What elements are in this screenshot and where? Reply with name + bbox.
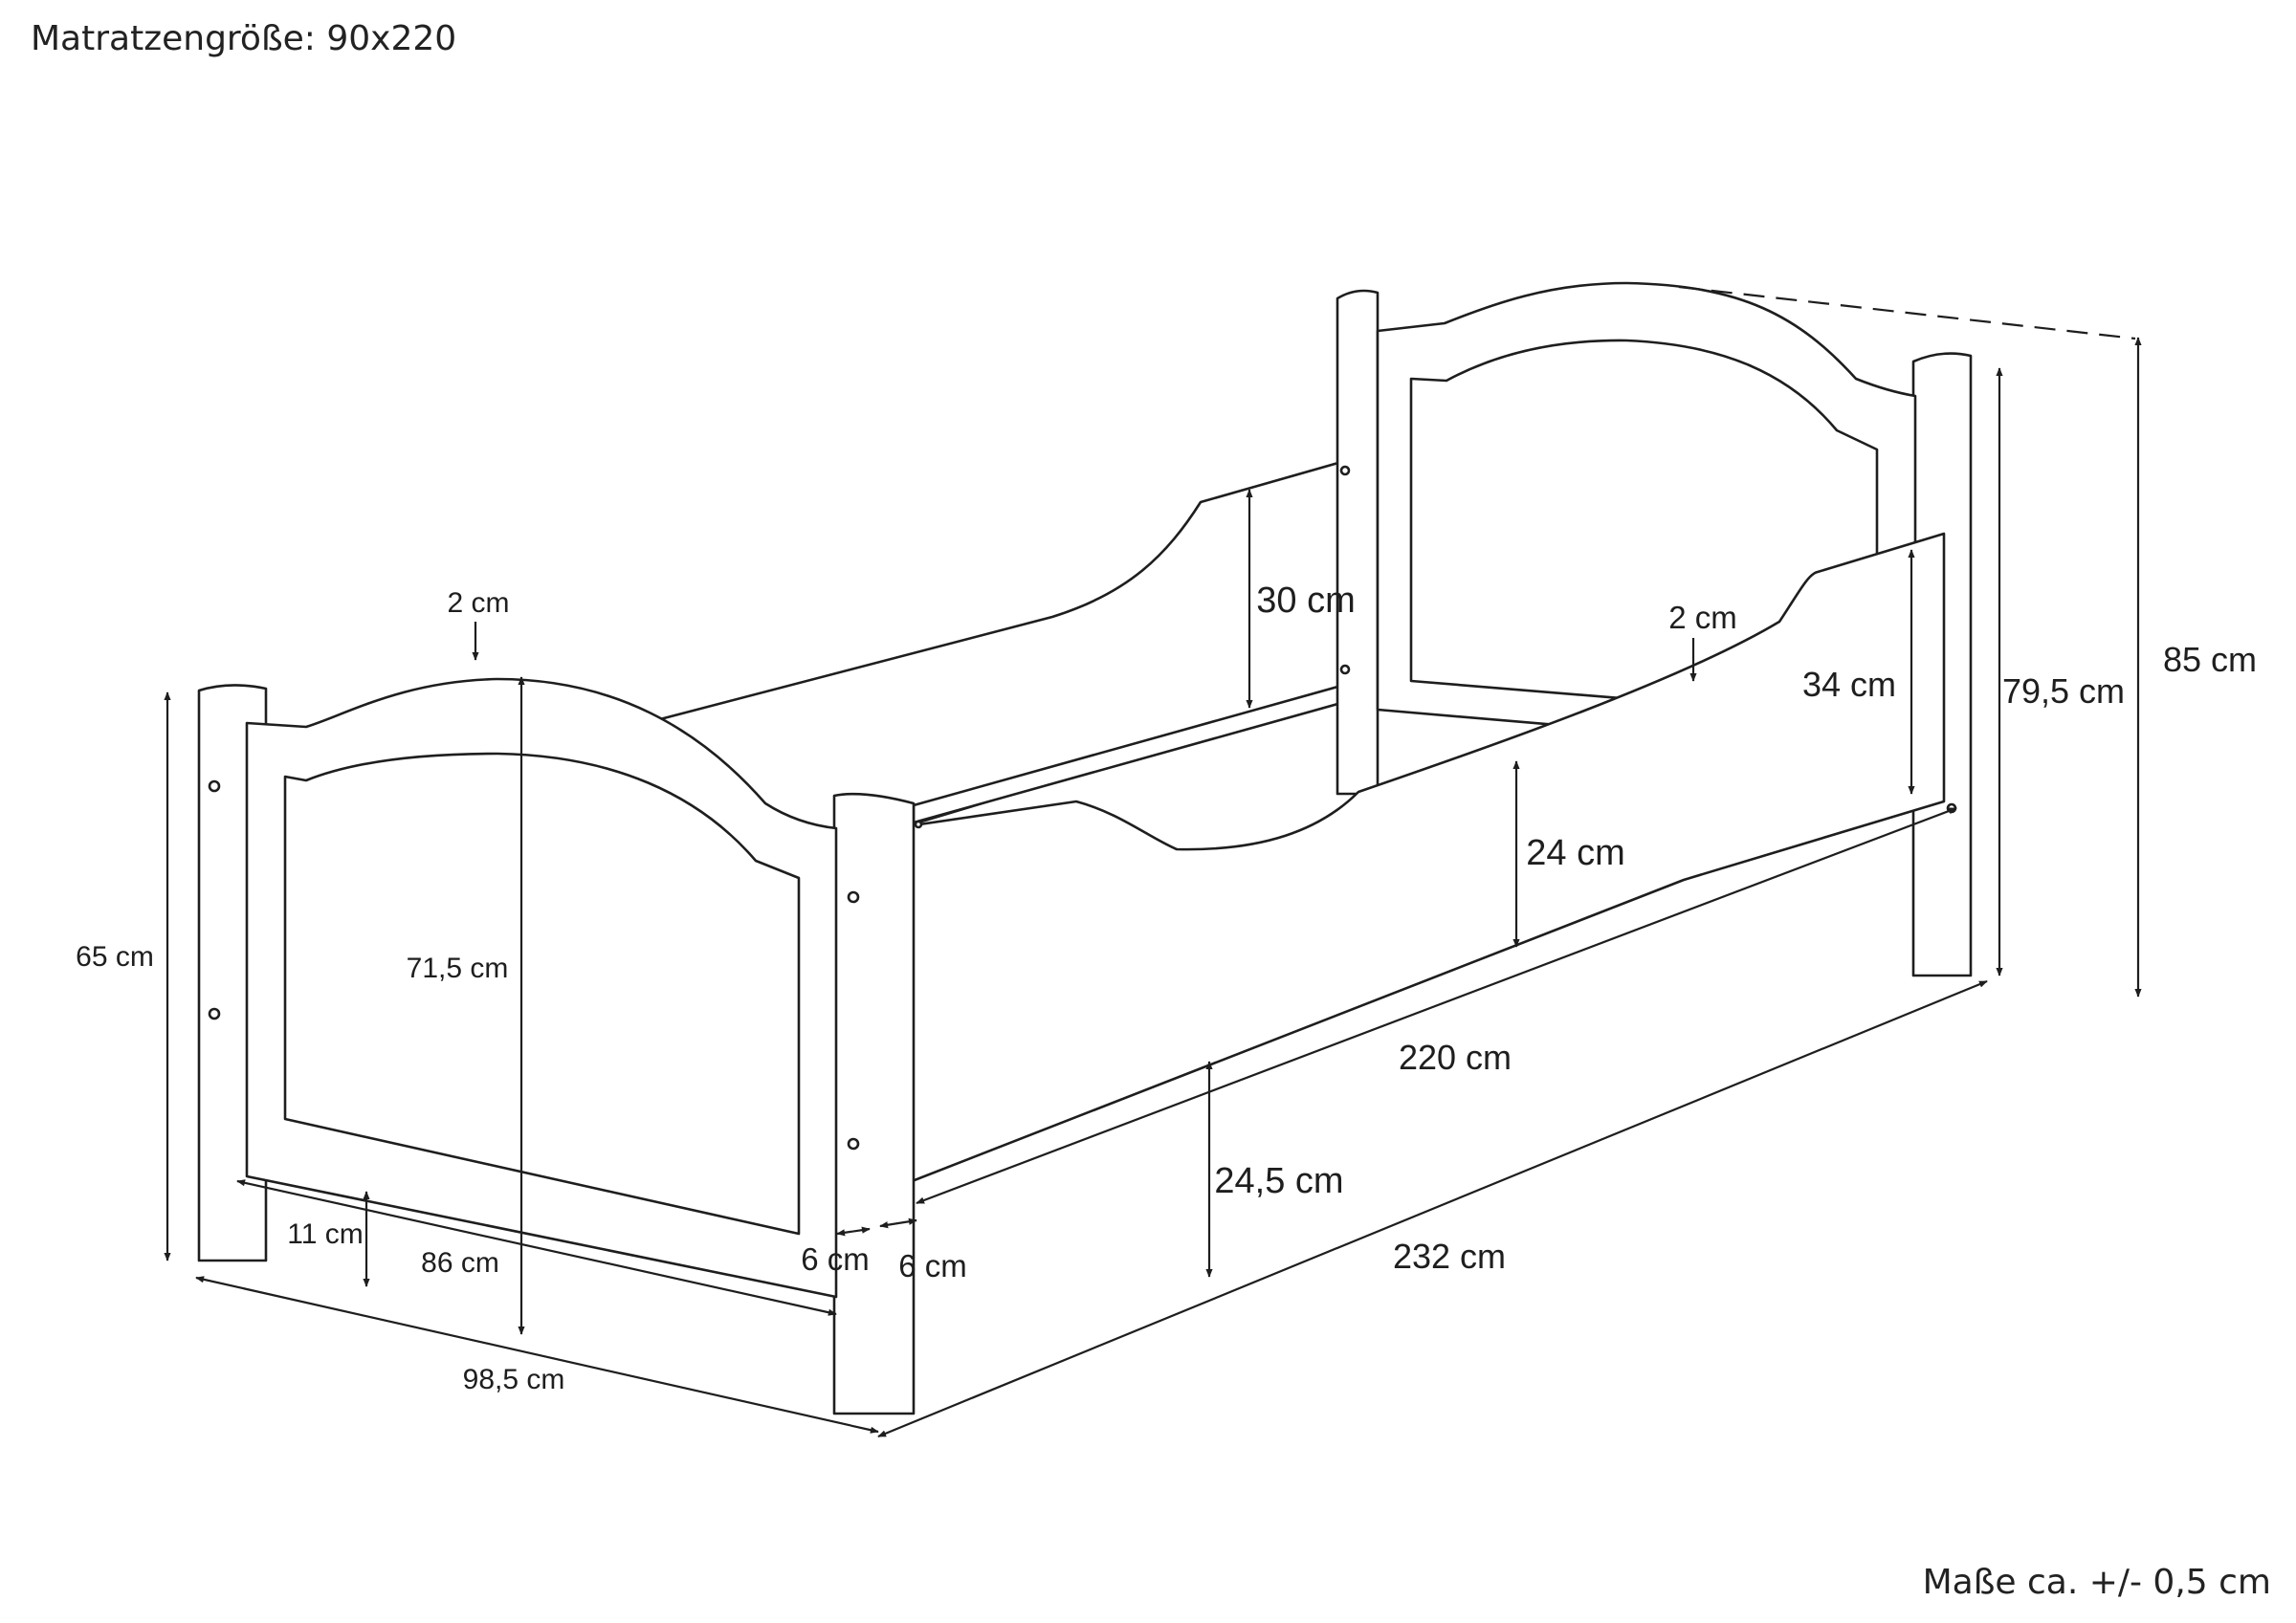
label-inner-width: 86 cm [421,1247,499,1279]
label-inner-length: 220 cm [1399,1038,1512,1077]
head-post-left [1336,289,1380,796]
label-post-width-a: 6 cm [801,1241,870,1277]
label-foot-panel-height: 71,5 cm [407,953,509,984]
label-outer-length: 232 cm [1393,1237,1506,1276]
label-front-rail-high: 34 cm [1802,665,1896,704]
label-head-post-height: 79,5 cm [2002,671,2125,711]
label-head-arch-depth: 2 cm [1668,600,1737,635]
mattress-size-caption: Matratzengröße: 90x220 [31,19,457,58]
label-post-width-b: 6 cm [898,1248,967,1283]
tolerance-note: Maße ca. +/- 0,5 cm [1922,1563,2271,1602]
label-foot-arch-depth: 2 cm [447,587,509,619]
label-foot-post-height: 65 cm [76,941,154,973]
label-outer-width: 98,5 cm [463,1364,565,1395]
bed-outline [197,281,1973,1415]
foot-post-right [832,792,916,1415]
head-board-inner-panel [1409,339,1879,721]
back-side-rail [658,455,1360,863]
label-head-total-height: 85 cm [2163,640,2257,679]
label-under-bed-clearance: 24,5 cm [1214,1161,1343,1201]
dimension-lines [164,285,2142,1438]
label-leg-height: 11 cm [287,1218,363,1250]
label-front-rail-low: 24 cm [1526,833,1624,873]
foot-board-inner-panel [283,752,801,1236]
label-back-cutout-depth: 30 cm [1256,581,1355,621]
dimension-labels: 2 cm 71,5 cm 65 cm 11 cm 86 cm 98,5 cm 6… [76,581,2257,1395]
